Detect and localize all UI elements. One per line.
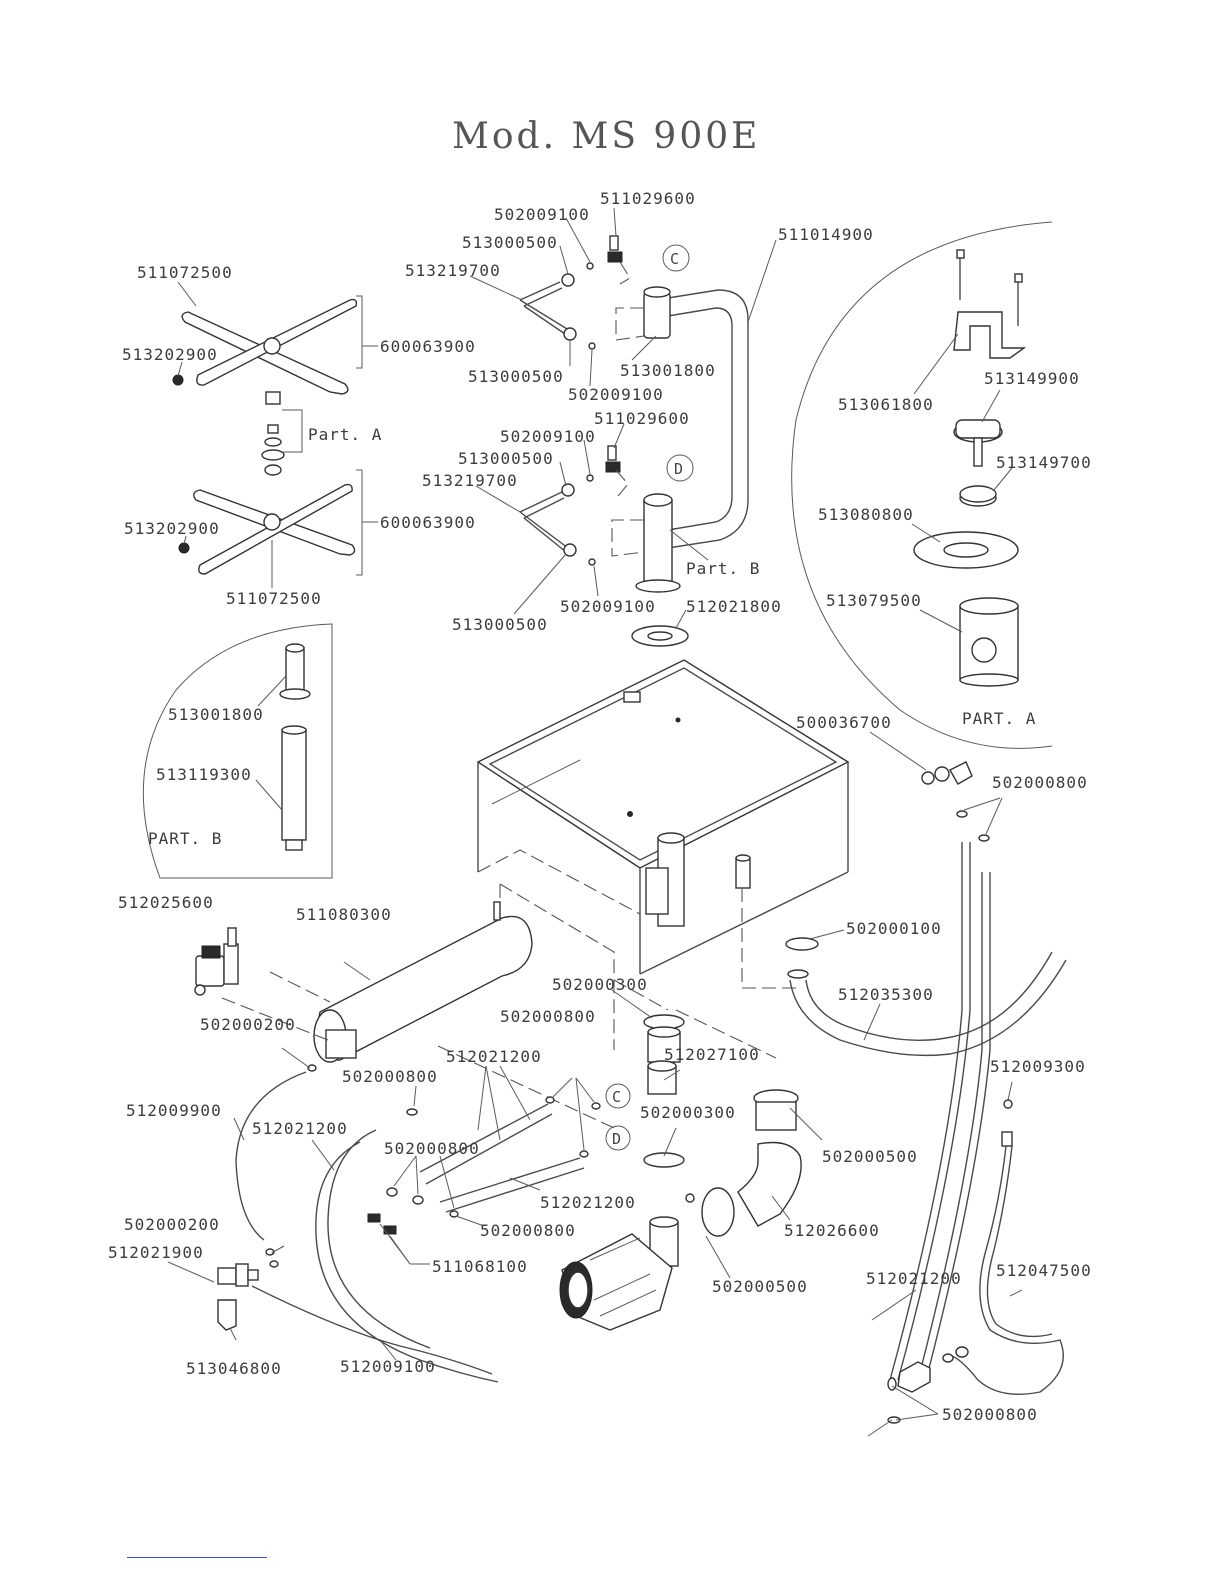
- part-number-label: 502009100: [500, 427, 596, 446]
- part-number-label: 502000100: [846, 919, 942, 938]
- part-number-label: 502000800: [992, 773, 1088, 792]
- part-number-label: 511029600: [594, 409, 690, 428]
- part-number-label: 512021200: [866, 1269, 962, 1288]
- upper-spray-arm: [172, 298, 358, 395]
- diagram-title: Mod. MS 900E: [452, 116, 760, 157]
- connector-c-label: C: [612, 1088, 621, 1106]
- part-number-label: 513219700: [422, 471, 518, 490]
- part-number-label: 513001800: [168, 705, 264, 724]
- part-number-label: 512009300: [990, 1057, 1086, 1076]
- connector-c-label: C: [670, 250, 679, 268]
- part-a-detail-boundary: [791, 221, 1053, 749]
- part-number-label: 502000300: [640, 1103, 736, 1122]
- part-number-label: 502009100: [494, 205, 590, 224]
- part-number-label: 600063900: [380, 337, 476, 356]
- part-number-label: 513000500: [452, 615, 548, 634]
- part-number-label: 512025600: [118, 893, 214, 912]
- hose-end: [787, 969, 809, 979]
- connector-d-label: D: [612, 1130, 621, 1148]
- part-number-label: 512026600: [784, 1221, 880, 1240]
- section-label: Part. B: [686, 559, 760, 578]
- part-number-label: 511080300: [296, 905, 392, 924]
- section-label: PART. A: [962, 709, 1036, 728]
- part-number-label: 511029600: [600, 189, 696, 208]
- drain-valve-512021900: [217, 1245, 285, 1331]
- part-number-label: 512021200: [252, 1119, 348, 1138]
- inlet-hose-512047500: [887, 1099, 1064, 1424]
- wash-tank: [476, 659, 850, 975]
- part-number-label: 513001800: [620, 361, 716, 380]
- heater-element: [313, 884, 533, 1063]
- part-number-label: 502000200: [200, 1015, 296, 1034]
- part-number-label: 513000500: [458, 449, 554, 468]
- part-number-label: 513149700: [996, 453, 1092, 472]
- part-number-label: 511072500: [137, 263, 233, 282]
- part-number-label: 502009100: [560, 597, 656, 616]
- pump-hose-assembly: [643, 1014, 802, 1267]
- part-number-label: 600063900: [380, 513, 476, 532]
- wash-pipe-assembly: [519, 235, 749, 647]
- part-number-label: 513119300: [156, 765, 252, 784]
- hose-clamp: [785, 937, 819, 951]
- part-b-detail-boundary: [142, 623, 333, 879]
- wash-pump-motor: [559, 1233, 673, 1331]
- part-a-stack-small: [261, 391, 303, 476]
- part-number-label: 512021900: [108, 1243, 204, 1262]
- part-number-label: 511068100: [432, 1257, 528, 1276]
- part-number-label: 513149900: [984, 369, 1080, 388]
- part-number-label: 512047500: [996, 1261, 1092, 1280]
- connector-d-label: D: [674, 460, 683, 478]
- part-number-label: 511014900: [778, 225, 874, 244]
- part-number-label: 513202900: [122, 345, 218, 364]
- solenoid-valve-512025600: [194, 927, 239, 996]
- part-number-label: 513000500: [462, 233, 558, 252]
- part-number-label: 513046800: [186, 1359, 282, 1378]
- drain-tap-assembly: [889, 761, 991, 1381]
- part-number-label: 502000200: [124, 1215, 220, 1234]
- part-number-label: 512027100: [664, 1045, 760, 1064]
- part-number-label: 512009100: [340, 1357, 436, 1376]
- part-number-label: 502000800: [942, 1405, 1038, 1424]
- lower-spray-arm: [178, 483, 356, 575]
- part-number-label: 513000500: [468, 367, 564, 386]
- water-hoses-left: [235, 1064, 601, 1383]
- section-label: Part. A: [308, 425, 382, 444]
- part-number-label: 512009900: [126, 1101, 222, 1120]
- part-number-label: 502000800: [500, 1007, 596, 1026]
- part-number-label: 513202900: [124, 519, 220, 538]
- section-label: PART. B: [148, 829, 222, 848]
- drain-hose-512035300: [789, 959, 1067, 1057]
- part-b-detail: [279, 643, 311, 851]
- part-number-label: 512021800: [686, 597, 782, 616]
- part-number-label: 502000800: [342, 1067, 438, 1086]
- part-number-label: 500036700: [796, 713, 892, 732]
- footer-link-line: [127, 1557, 267, 1558]
- part-number-label: 513219700: [405, 261, 501, 280]
- part-number-label: 502000800: [384, 1139, 480, 1158]
- part-number-label: 512021200: [540, 1193, 636, 1212]
- part-number-label: 502000500: [822, 1147, 918, 1166]
- part-a-detail: [913, 249, 1027, 687]
- part-number-label: 513061800: [838, 395, 934, 414]
- part-number-label: 502000500: [712, 1277, 808, 1296]
- part-number-label: 502000300: [552, 975, 648, 994]
- part-number-label: 513079500: [826, 591, 922, 610]
- part-number-label: 512035300: [838, 985, 934, 1004]
- part-number-label: 512021200: [446, 1047, 542, 1066]
- part-number-label: 502009100: [568, 385, 664, 404]
- part-number-label: 511072500: [226, 589, 322, 608]
- part-number-label: 502000800: [480, 1221, 576, 1240]
- part-number-label: 513080800: [818, 505, 914, 524]
